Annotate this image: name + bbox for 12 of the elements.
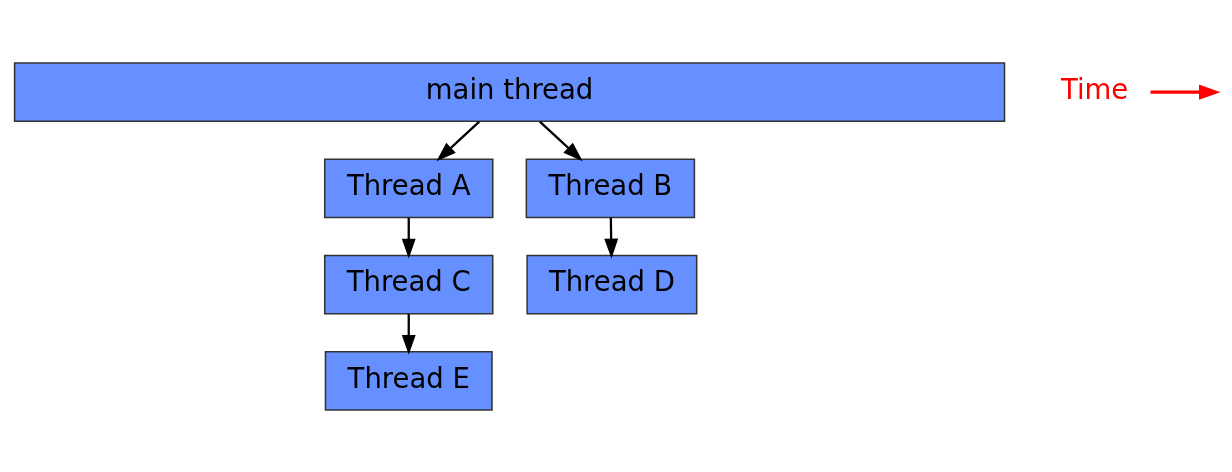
node-box: main thread [13,61,1006,122]
arrow [401,313,416,355]
node-box: Thread E [324,350,493,411]
arrow [436,120,481,161]
node-box: Thread D [526,254,698,314]
label: Time [1061,72,1129,105]
node-box: Thread A [323,158,494,218]
arrow [401,217,416,259]
arrow [539,120,583,161]
arrow [604,217,619,259]
node-box: Thread C [323,254,494,314]
node-box: Thread B [525,158,696,218]
